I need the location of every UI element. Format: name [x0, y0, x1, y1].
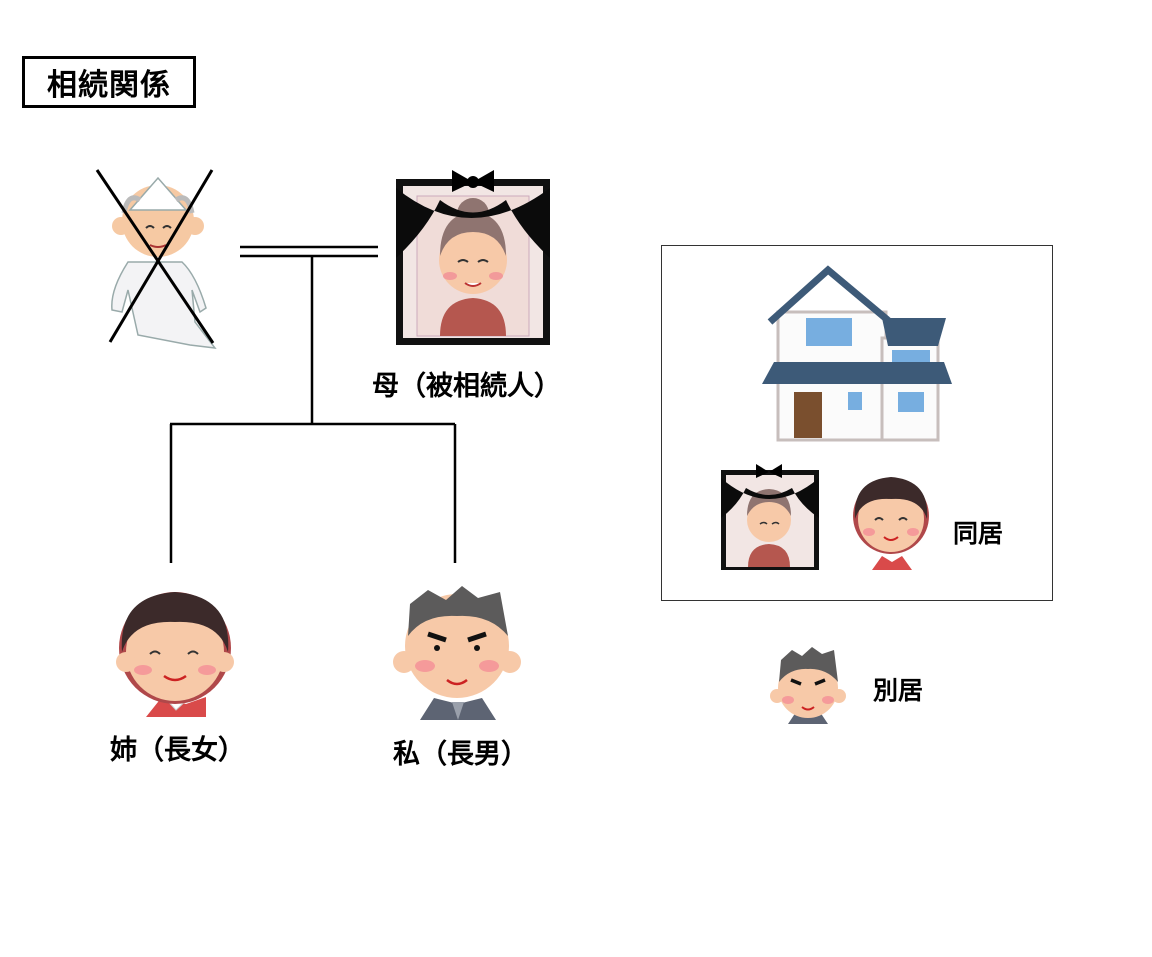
separate-label: 別居	[873, 676, 924, 705]
eldest-son-small-icon	[770, 647, 846, 724]
mother-label: 母（被相続人）	[372, 371, 561, 402]
sister-small-icon	[853, 477, 929, 570]
mother-small-portrait-icon	[721, 464, 819, 570]
cohabitation-panel	[661, 245, 1053, 601]
mother-memorial-portrait-icon	[396, 170, 550, 345]
sister-icon	[116, 592, 234, 717]
cohabit-label: 同居	[953, 519, 1004, 548]
house-icon	[762, 265, 952, 442]
deceased-father-icon	[95, 169, 217, 349]
diagram-title: 相続関係	[22, 56, 196, 108]
eldest-son-icon	[393, 586, 521, 720]
eldest-son-label: 私（長男）	[393, 739, 528, 770]
sister-label: 姉（長女）	[110, 735, 245, 766]
tree-lines	[169, 245, 457, 563]
